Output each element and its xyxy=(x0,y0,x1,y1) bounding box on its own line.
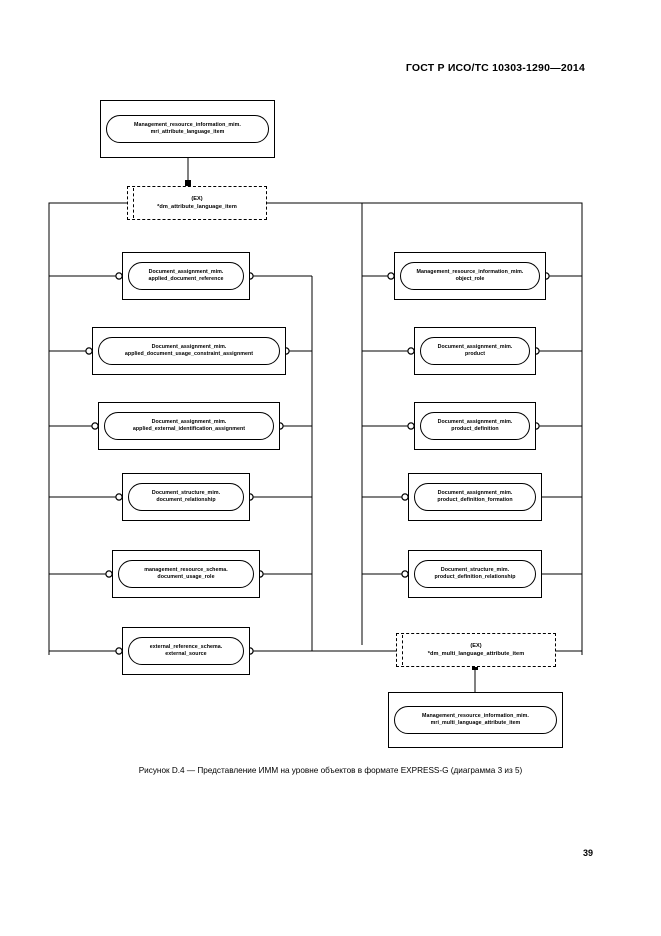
entity-label-line2: object_role xyxy=(455,276,485,282)
entity-label-line1: management_resource_schema. xyxy=(144,566,228,573)
entity-label: management_resource_schema. document_usa… xyxy=(144,567,228,581)
external-name-label: *dm_multi_language_attribute_item xyxy=(427,651,525,657)
entity-label: Management_resource_information_mim. mri… xyxy=(134,122,241,136)
entity-pill: Document_assignment_mim. product_definit… xyxy=(414,483,536,511)
external-dashed-frame xyxy=(127,186,267,220)
entity-node-external-source[interactable]: external_reference_schema. external_sour… xyxy=(122,627,250,675)
connector-lines xyxy=(48,158,583,692)
external-name-label: *dm_attribute_language_item xyxy=(157,204,237,210)
entity-pill: Document_structure_mim. product_definiti… xyxy=(414,560,536,588)
entity-pill: Document_assignment_mim. product_definit… xyxy=(420,412,530,440)
entity-label-line1: Document_assignment_mim. xyxy=(151,343,227,350)
entity-label-line1: Document_assignment_mim. xyxy=(151,418,227,425)
entity-label: Document_assignment_mim. applied_documen… xyxy=(125,344,253,358)
entity-label-line2: applied_external_identification_assignme… xyxy=(132,426,246,432)
external-node-dm-multi-language-attribute-item[interactable]: (EX) *dm_multi_language_attribute_item xyxy=(396,633,556,667)
entity-label: Document_structure_mim. document_relatio… xyxy=(152,490,220,504)
external-node-dm-attribute-language-item[interactable]: (EX) *dm_attribute_language_item xyxy=(127,186,267,220)
entity-label-line2: product_definition xyxy=(451,426,499,432)
entity-label-line2: mri_attribute_language_item xyxy=(150,129,225,135)
external-dashed-frame xyxy=(396,633,556,667)
document-header: ГОСТ Р ИСО/ТС 10303-1290—2014 xyxy=(405,62,585,74)
entity-node-object-role[interactable]: Management_resource_information_mim. obj… xyxy=(394,252,546,300)
entity-label-line1: Management_resource_information_mim. xyxy=(134,121,241,128)
entity-label-line2: document_usage_role xyxy=(157,574,215,580)
entity-label-line1: Document_assignment_mim. xyxy=(437,489,513,496)
entity-label-line1: Management_resource_information_mim. xyxy=(422,712,529,719)
entity-label: Document_structure_mim. product_definiti… xyxy=(434,567,515,581)
entity-label-line2: product_definition_formation xyxy=(437,497,513,503)
external-ex-label: (EX) xyxy=(470,643,482,649)
entity-label-line1: Document_assignment_mim. xyxy=(437,418,513,425)
entity-label-line2: external_source xyxy=(165,651,207,657)
entity-pill: external_reference_schema. external_sour… xyxy=(128,637,244,665)
entity-node-applied-document-reference[interactable]: Document_assignment_mim. applied_documen… xyxy=(122,252,250,300)
entity-label: Management_resource_information_mim. mri… xyxy=(422,713,529,727)
entity-label: Document_assignment_mim. applied_externa… xyxy=(133,419,245,433)
entity-pill: Document_assignment_mim. applied_externa… xyxy=(104,412,274,440)
external-left-bar xyxy=(402,635,403,665)
entity-label-line2: mri_multi_language_attribute_item xyxy=(430,720,521,726)
entity-pill: management_resource_schema. document_usa… xyxy=(118,560,254,588)
entity-label-line1: Document_assignment_mim. xyxy=(437,343,513,350)
page-number: 39 xyxy=(582,848,593,858)
entity-node-product[interactable]: Document_assignment_mim. product xyxy=(414,327,536,375)
entity-label-line2: applied_document_usage_constraint_assign… xyxy=(124,351,254,357)
entity-pill: Management_resource_information_mim. mri… xyxy=(394,706,557,734)
subtype-markers xyxy=(185,180,478,670)
entity-node-mri-multi-language-attribute-item[interactable]: Management_resource_information_mim. mri… xyxy=(388,692,563,748)
entity-pill: Document_assignment_mim. product xyxy=(420,337,530,365)
entity-pill: Management_resource_information_mim. obj… xyxy=(400,262,540,290)
entity-label-line1: external_reference_schema. xyxy=(149,643,223,650)
entity-node-document-usage-role[interactable]: management_resource_schema. document_usa… xyxy=(112,550,260,598)
entity-label-line2: product xyxy=(464,351,486,357)
entity-node-applied-external-identification-assignment[interactable]: Document_assignment_mim. applied_externa… xyxy=(98,402,280,450)
entity-label-line2: applied_document_reference xyxy=(148,276,224,282)
entity-label: Management_resource_information_mim. obj… xyxy=(417,269,524,283)
entity-label-line1: Management_resource_information_mim. xyxy=(416,268,524,275)
entity-label-line2: document_relationship xyxy=(156,497,216,503)
entity-node-product-definition[interactable]: Document_assignment_mim. product_definit… xyxy=(414,402,536,450)
entity-label-line1: Document_structure_mim. xyxy=(440,566,510,573)
entity-label: Document_assignment_mim. product_definit… xyxy=(438,419,513,433)
entity-pill: Document_assignment_mim. applied_documen… xyxy=(128,262,244,290)
figure-caption: Рисунок D.4 — Представление ИММ на уровн… xyxy=(138,766,523,775)
entity-label: Document_assignment_mim. product_definit… xyxy=(437,490,512,504)
entity-node-product-definition-formation[interactable]: Document_assignment_mim. product_definit… xyxy=(408,473,542,521)
entity-label: external_reference_schema. external_sour… xyxy=(150,644,223,658)
external-ex-label: (EX) xyxy=(191,196,203,202)
entity-label: Document_assignment_mim. applied_documen… xyxy=(149,269,224,283)
entity-pill: Document_structure_mim. document_relatio… xyxy=(128,483,244,511)
external-left-bar xyxy=(133,188,134,218)
entity-node-document-relationship[interactable]: Document_structure_mim. document_relatio… xyxy=(122,473,250,521)
entity-label-line1: Document_structure_mim. xyxy=(151,489,221,496)
entity-node-applied-document-usage-constraint-assignment[interactable]: Document_assignment_mim. applied_documen… xyxy=(92,327,286,375)
entity-node-mri-attribute-language-item[interactable]: Management_resource_information_mim. mri… xyxy=(100,100,275,158)
entity-label-line2: product_definition_relationship xyxy=(434,574,516,580)
entity-pill: Document_assignment_mim. applied_documen… xyxy=(98,337,280,365)
entity-pill: Management_resource_information_mim. mri… xyxy=(106,115,269,143)
entity-label: Document_assignment_mim. product xyxy=(438,344,513,358)
entity-node-product-definition-relationship[interactable]: Document_structure_mim. product_definiti… xyxy=(408,550,542,598)
express-g-diagram: Management_resource_information_mim. mri… xyxy=(48,100,583,748)
entity-label-line1: Document_assignment_mim. xyxy=(148,268,224,275)
